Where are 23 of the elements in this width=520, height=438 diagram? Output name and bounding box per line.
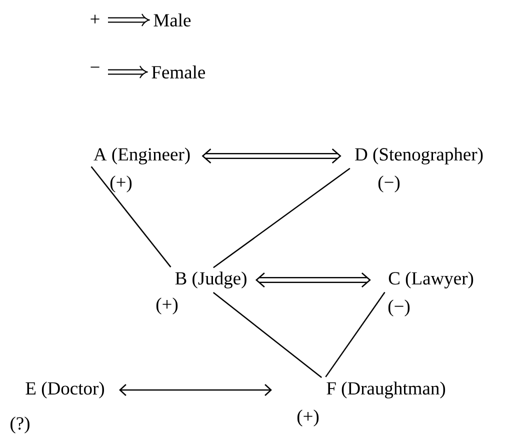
double-arrow	[255, 272, 371, 288]
sign-label: (+)	[110, 176, 132, 192]
legend-text: −	[90, 66, 100, 68]
person-label: E (Doctor)	[26, 382, 104, 398]
connector-line	[90, 166, 172, 268]
legend-text: +	[90, 14, 100, 24]
connector-line	[212, 292, 322, 378]
connector-line	[325, 292, 386, 378]
legend-text: Female	[152, 65, 205, 79]
person-label: C (Lawyer)	[388, 272, 474, 288]
sign-label: (−)	[378, 176, 400, 192]
sign-label: (+)	[297, 410, 319, 426]
double-arrow	[202, 148, 342, 164]
legend-text: Male	[154, 13, 191, 27]
connector-line	[213, 168, 350, 268]
arrow	[119, 384, 272, 396]
sign-label: (+)	[156, 298, 178, 314]
person-label: F (Draughtman)	[326, 382, 446, 398]
person-label: B (Judge)	[175, 272, 246, 288]
sign-label: (?)	[10, 416, 30, 434]
person-label: D (Stenographer)	[355, 148, 483, 164]
sign-label: (−)	[388, 300, 410, 316]
person-label: A (Engineer)	[94, 148, 190, 164]
